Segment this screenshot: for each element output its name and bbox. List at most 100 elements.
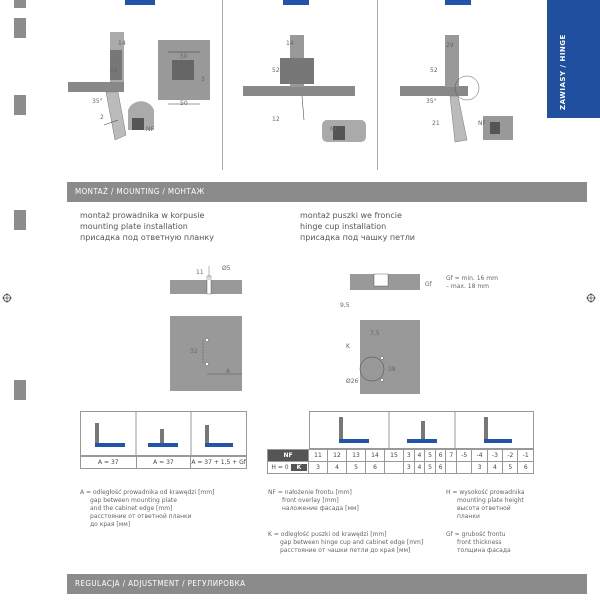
margin-marker	[14, 18, 26, 38]
dim-label: 50	[180, 100, 188, 107]
dim-label: 38	[388, 366, 396, 373]
dim-label: Ø26	[346, 378, 359, 385]
legend-nf-1: NF = nałożenie frontu [mm]	[268, 489, 352, 496]
legend-a-4: расстояние от ответной планки	[90, 513, 192, 520]
section-banner-adjustment: REGULACJA / ADJUSTMENT / РЕГУЛИРОВКА	[67, 574, 587, 594]
legend-a-5: до края [мм]	[90, 521, 131, 528]
dim-label: Gf	[425, 281, 432, 288]
legend-a-1: A = odległość prowadnika od krawędzi [mm…	[80, 489, 215, 496]
legend-k-3: расстояние от чашки петли до края [мм]	[280, 547, 411, 554]
dim-label: 2	[100, 114, 104, 121]
gf-note-1: Gf = min. 16 mm	[446, 275, 498, 282]
k-cell: 6	[434, 461, 447, 474]
mounting-left-heading-2: mounting plate installation	[80, 222, 188, 231]
nf-row-label: NF	[267, 449, 309, 462]
nf-cell: 4	[413, 449, 426, 462]
dim-label: 7,5	[370, 330, 380, 337]
nf-cell: 11	[308, 449, 328, 462]
legend-a-2: gap between mounting plate	[90, 497, 177, 504]
dim-label: 29	[446, 42, 454, 49]
dim-label: 50	[180, 53, 188, 60]
nf-cell: 13	[346, 449, 366, 462]
a-value: A = 37 + 1,5 + Gf	[190, 456, 247, 469]
divider	[222, 0, 223, 170]
nf-table-drawing	[309, 411, 534, 449]
mounting-plate-drawing	[170, 266, 242, 391]
k-cell: 3	[308, 461, 328, 474]
k-label: K	[291, 464, 307, 471]
k-cell: 4	[486, 461, 504, 474]
divider	[377, 0, 378, 170]
mounting-left-heading-1: montaż prowadnika w korpusie	[80, 211, 205, 220]
a-value: A = 37	[135, 456, 192, 469]
legend-h-3: высота ответной	[457, 505, 511, 512]
margin-marker	[14, 380, 26, 400]
nf-cell: -5	[456, 449, 473, 462]
mounting-right-heading-2: hinge cup installation	[300, 222, 387, 231]
dim-label: 52	[110, 67, 118, 74]
nf-cell: -3	[486, 449, 504, 462]
legend-nf-3: наложение фасада [мм]	[282, 505, 359, 512]
a-table-drawing	[80, 411, 247, 456]
nf-cell: -4	[471, 449, 488, 462]
legend-h-4: планки	[457, 513, 480, 520]
side-tab	[547, 0, 600, 118]
k-cell: 5	[424, 461, 436, 474]
dim-label: 9,5	[340, 302, 350, 309]
dim-label: K	[346, 343, 350, 350]
legend-k-1: K = odległość puszki od krawędzi [mm]	[268, 531, 387, 538]
k-cell: 3	[471, 461, 488, 474]
gf-note-2: – max. 18 mm	[446, 283, 490, 290]
mounting-right-heading-1: montaż puszki we froncie	[300, 211, 402, 220]
legend-k-2: gap between hinge cup and cabinet edge […	[280, 539, 424, 546]
side-tab-label: ZAWIASY / HINGE	[559, 34, 567, 110]
margin-marker	[14, 0, 26, 8]
margin-marker	[14, 210, 26, 230]
k-cell	[445, 461, 458, 474]
k-cell: 6	[517, 461, 534, 474]
k-cell: 3	[403, 461, 415, 474]
dim-label: NF	[146, 126, 154, 133]
registration-mark-icon	[2, 293, 12, 303]
legend-gf-2: front thickness	[457, 539, 502, 546]
legend-a-3: and the cabinet edge [mm]	[90, 505, 173, 512]
legend-h-1: H = wysokość prowadnika	[446, 489, 525, 496]
nf-cell: 3	[403, 449, 415, 462]
section-banner-mounting: MONTAŻ / MOUNTING / МОНТАЖ	[67, 182, 587, 202]
h-label: H = 0	[271, 464, 289, 471]
mounting-left-heading-3: присадка под ответную планку	[80, 233, 214, 242]
dim-label: 35°	[426, 98, 437, 105]
margin-marker	[14, 95, 26, 115]
legend-h-2: mounting plate height	[457, 497, 524, 504]
a-table: A = 37 A = 37 A = 37 + 1,5 + Gf	[80, 456, 247, 469]
dim-label: 21	[432, 120, 440, 127]
nf-cell: -2	[502, 449, 519, 462]
a-value: A = 37	[80, 456, 137, 469]
nf-cell: 5	[424, 449, 436, 462]
hinge-cup-drawing	[350, 273, 420, 394]
dim-label: 3	[201, 76, 205, 83]
legend-gf-1: Gf = grubość frontu	[446, 531, 506, 538]
k-cell: 5	[502, 461, 519, 474]
mounting-right-heading-3: присадка под чашку петли	[300, 233, 415, 242]
nf-cell: -1	[517, 449, 534, 462]
nf-table: NF 11 12 13 14 15 3 4 5 6 7 -5 -4 -3 -2 …	[267, 449, 534, 474]
registration-mark-icon	[586, 293, 596, 303]
k-cell: 4	[327, 461, 347, 474]
k-cell: 5	[346, 461, 366, 474]
dim-label: 52	[430, 67, 438, 74]
dim-label: 14	[118, 40, 126, 47]
dim-label: 11	[196, 269, 204, 276]
dim-label: 12	[272, 116, 280, 123]
nf-cell: 6	[434, 449, 447, 462]
dim-label: 14	[286, 40, 294, 47]
k-cell	[384, 461, 404, 474]
k-cell: 6	[365, 461, 385, 474]
dim-label: NF	[330, 126, 338, 133]
hinge-drawing-left	[68, 0, 210, 141]
dim-label: Ø5	[222, 265, 231, 272]
dim-label: A	[226, 368, 231, 375]
nf-cell: 14	[365, 449, 385, 462]
hinge-drawing-right	[400, 0, 513, 143]
